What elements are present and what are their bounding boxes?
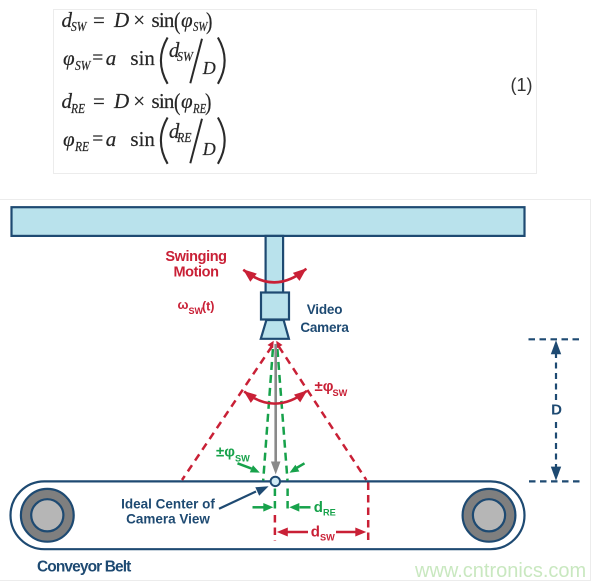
- svg-text:±φSW: ±φSW: [315, 378, 348, 398]
- svg-text:±φSW: ±φSW: [216, 444, 250, 464]
- svg-text:Motion: Motion: [173, 265, 218, 281]
- svg-text:Camera View: Camera View: [126, 512, 210, 527]
- svg-text:www.cntronics.com: www.cntronics.com: [414, 560, 586, 582]
- svg-text:Camera: Camera: [300, 320, 349, 335]
- svg-text:Ideal Center of: Ideal Center of: [121, 496, 215, 511]
- svg-text:Video: Video: [307, 302, 343, 317]
- svg-text:Conveyor Belt: Conveyor Belt: [37, 559, 131, 576]
- svg-text:Swinging: Swinging: [165, 249, 226, 265]
- svg-text:D: D: [551, 402, 562, 419]
- svg-text:ωSW(t): ωSW(t): [178, 297, 215, 316]
